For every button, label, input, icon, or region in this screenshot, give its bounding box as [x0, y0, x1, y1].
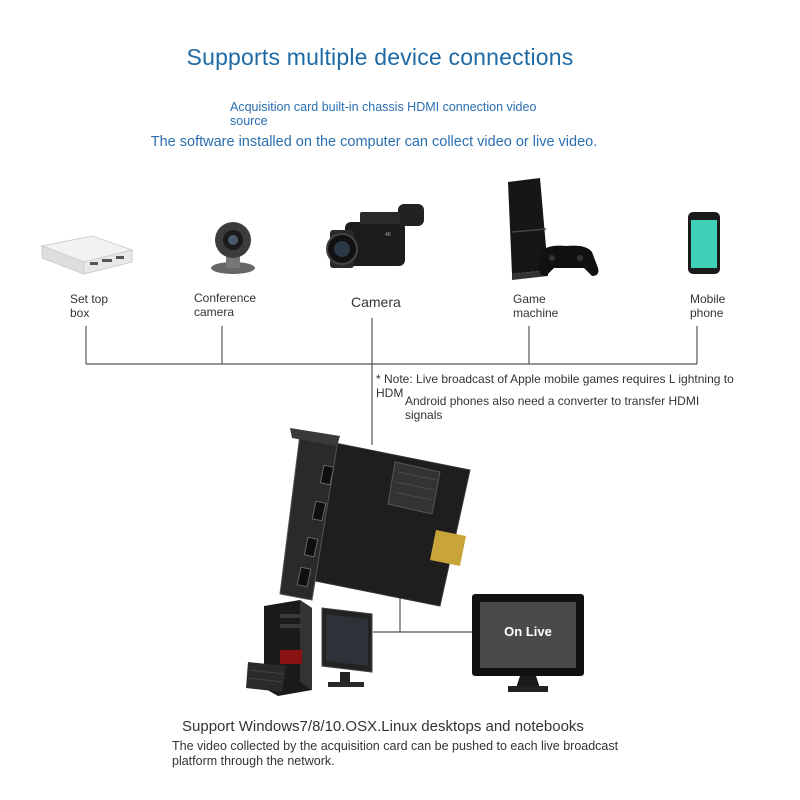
subtitle-source: Acquisition card built-in chassis HDMI c… [230, 100, 537, 128]
mobile-phone-icon [688, 212, 720, 274]
device-label-mobile-phone: Mobile phone [690, 292, 725, 320]
monitor-screen-text: On Live [504, 624, 552, 639]
capture-card-icon [279, 428, 471, 607]
footer-os-support: Support Windows7/8/10.OSX.Linux desktops… [182, 718, 584, 735]
set-top-box-icon [40, 235, 134, 275]
device-label-conference-camera: Conference camera [194, 291, 256, 319]
page-title: Supports multiple device connections [186, 44, 574, 70]
device-label-game-machine: Game machine [513, 292, 558, 320]
device-label-line: phone [690, 306, 724, 320]
note-apple: * Note: Live broadcast of Apple mobile g… [376, 372, 734, 400]
device-label-line: Mobile [690, 292, 726, 306]
game-console-icon [508, 178, 599, 280]
desktop-computer-icon [246, 600, 373, 696]
device-label-line: Camera [351, 294, 401, 310]
svg-text:4K: 4K [385, 232, 392, 238]
device-label-line: camera [194, 305, 235, 319]
device-label-set-top-box: Set top box [70, 292, 108, 320]
live-monitor-icon [472, 594, 584, 692]
camcorder-icon: 4K [326, 204, 424, 268]
device-label-line: Conference [194, 291, 257, 305]
connection-lines [85, 318, 698, 633]
device-label-camera: Camera [351, 295, 401, 309]
conference-camera-icon [211, 222, 255, 274]
device-label-line: Set top [70, 292, 109, 306]
footer-network-push: The video collected by the acquisition c… [172, 739, 619, 768]
device-label-line: machine [513, 306, 559, 320]
device-label-line: Game [513, 292, 546, 306]
device-label-line: box [70, 306, 90, 320]
subtitle-software: The software installed on the computer c… [150, 134, 598, 150]
note-android: Android phones also need a converter to … [405, 394, 700, 422]
